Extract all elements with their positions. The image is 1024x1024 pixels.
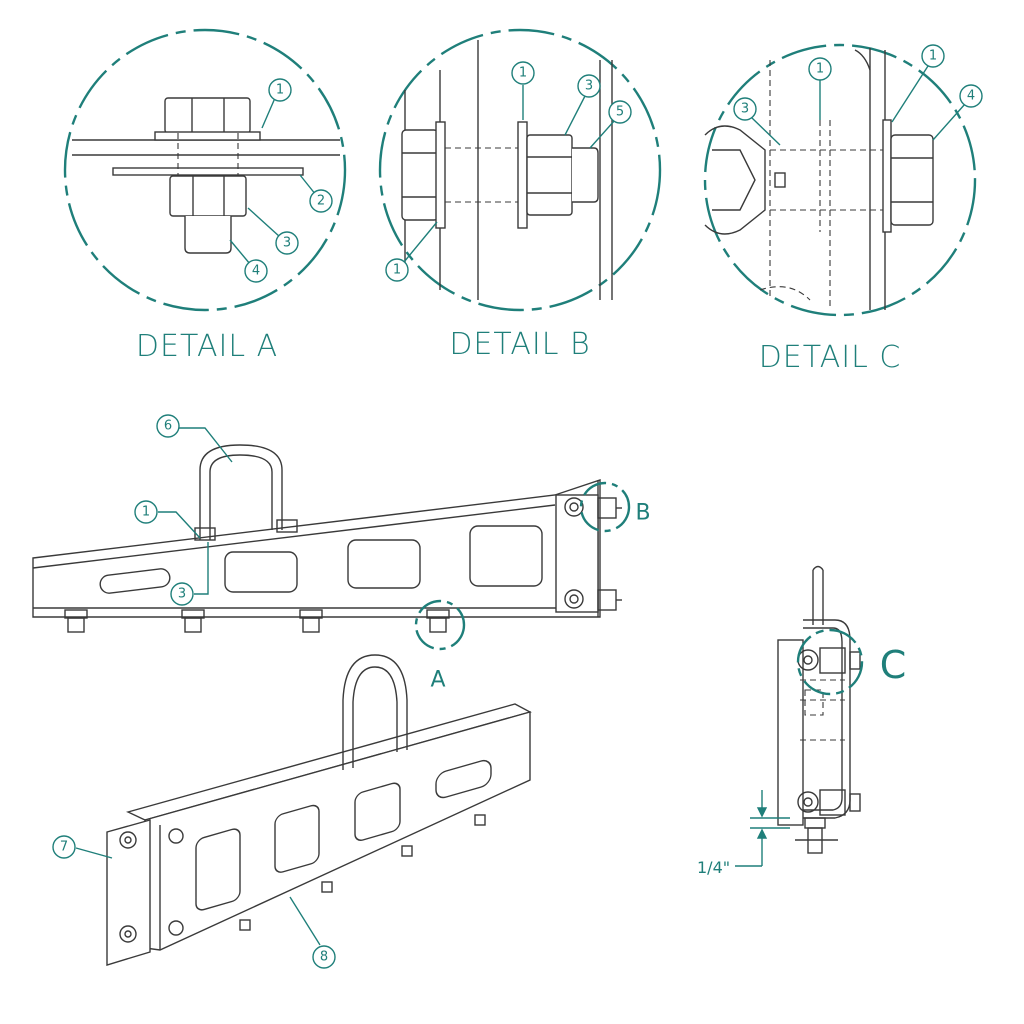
end-view: C 1/4" xyxy=(697,565,907,877)
balloon-detail-b-5: 5 xyxy=(616,105,624,120)
detail-c-boundary xyxy=(703,43,977,317)
detail-c: DETAIL C xyxy=(703,43,977,375)
balloon-channel-8: 8 xyxy=(320,950,328,965)
balloon-detail-c-3: 3 xyxy=(741,102,749,117)
callout-a-label: A xyxy=(430,668,445,693)
isometric-view xyxy=(106,654,532,966)
balloon-detail-b-3: 3 xyxy=(585,79,593,94)
balloon-detail-a-2: 2 xyxy=(317,194,325,209)
balloon-u-bolt-6: 6 xyxy=(164,419,172,434)
balloon-detail-c-4: 4 xyxy=(967,89,975,104)
detail-a-boundary xyxy=(63,28,347,312)
balloon-detail-a-3: 3 xyxy=(283,236,291,251)
detail-b-title: DETAIL B xyxy=(449,327,590,362)
balloon-detail-b-1-top: 1 xyxy=(519,66,527,81)
callout-b-label: B xyxy=(635,501,650,526)
balloons: 1 2 3 4 1 3 5 1 3 1 1 4 xyxy=(52,44,983,969)
balloon-detail-a-4: 4 xyxy=(252,264,260,279)
callout-b-circle xyxy=(579,481,631,533)
detail-a: DETAIL A xyxy=(63,28,347,364)
balloon-detail-c-1-right: 1 xyxy=(929,49,937,64)
callout-c-label: C xyxy=(880,643,907,687)
side-view: A B xyxy=(32,444,651,693)
detail-b: DETAIL B xyxy=(378,28,662,362)
quarter-inch-dimension xyxy=(735,790,790,867)
balloon-detail-c-1-left: 1 xyxy=(816,62,824,77)
detail-b-boundary xyxy=(378,28,662,312)
detail-a-title: DETAIL A xyxy=(136,329,278,364)
callout-c-circle xyxy=(796,628,864,696)
balloon-main-3: 3 xyxy=(178,587,186,602)
balloon-main-1: 1 xyxy=(142,505,150,520)
balloon-detail-a-1: 1 xyxy=(276,83,284,98)
balloon-detail-b-1-bottom: 1 xyxy=(393,263,401,278)
quarter-inch-dimension-label: 1/4" xyxy=(697,858,730,877)
callout-a-circle xyxy=(414,599,466,651)
detail-c-title: DETAIL C xyxy=(759,340,902,375)
balloon-end-plate-7: 7 xyxy=(60,840,68,855)
